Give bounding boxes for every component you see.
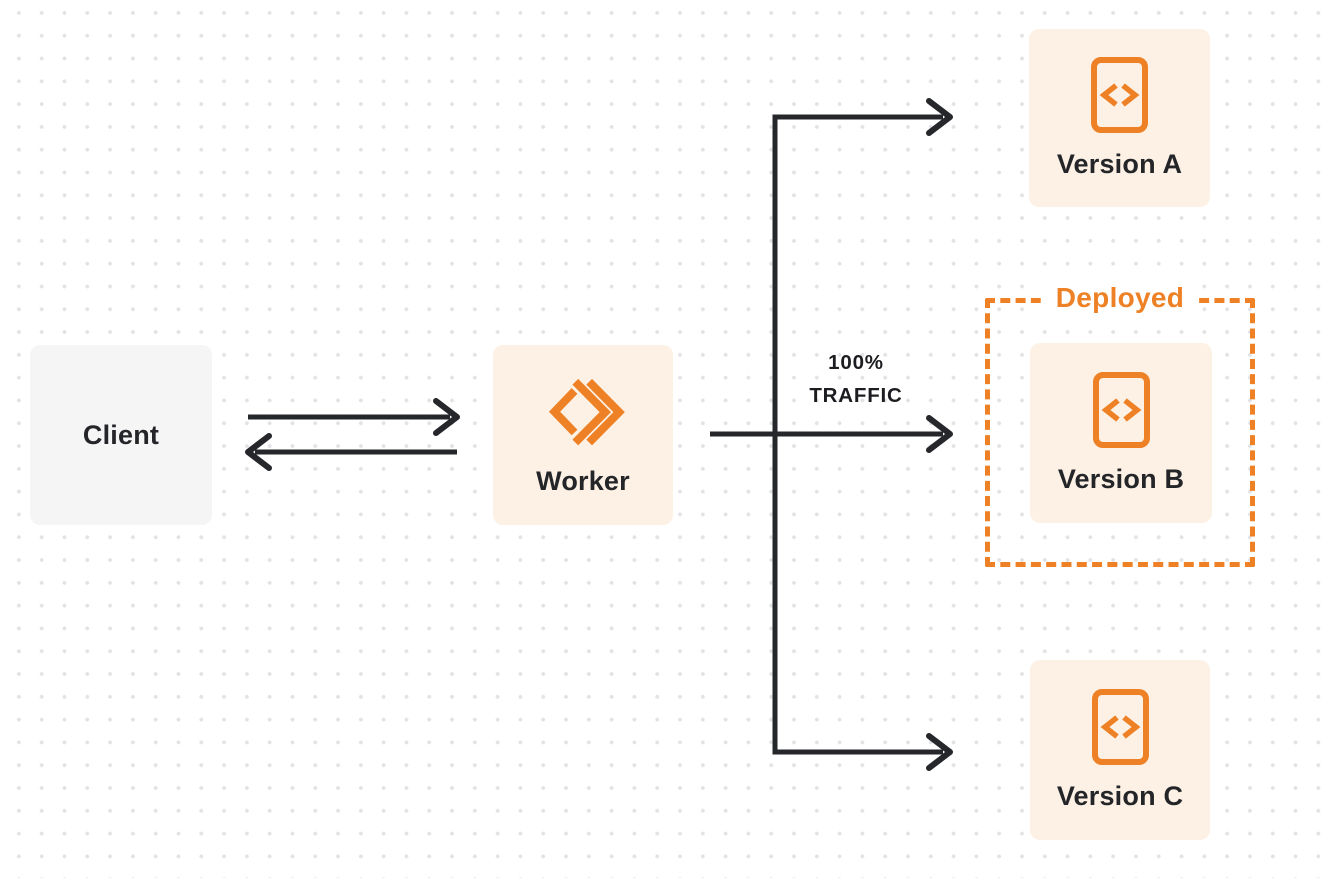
worker-label: Worker [536, 465, 630, 496]
workers-chevron-icon [548, 378, 625, 445]
traffic-label: 100% TRAFFIC [788, 351, 924, 408]
node-worker: Worker [493, 345, 673, 525]
node-version-c: Version C [1030, 660, 1210, 840]
traffic-percentage: 100% [828, 351, 884, 374]
code-file-icon [1091, 56, 1148, 133]
node-version-b: Version B [1030, 343, 1212, 523]
client-label: Client [82, 419, 160, 450]
traffic-word: TRAFFIC [809, 384, 903, 407]
version-a-label: Version A [1056, 148, 1183, 179]
version-c-label: Version C [1056, 780, 1184, 811]
version-b-label: Version B [1057, 463, 1185, 494]
arrowhead-client-to-worker [433, 398, 460, 436]
deployed-zone: Deployed [985, 281, 1255, 567]
deployed-label: Deployed [1040, 281, 1200, 315]
node-version-a: Version A [1029, 29, 1210, 207]
arrowhead-worker-to-client [245, 433, 272, 471]
arrowhead-version-c [926, 733, 953, 771]
branch-line-versions [772, 114, 943, 755]
node-client: Client [30, 345, 212, 525]
arrowhead-version-b [926, 415, 953, 453]
code-file-icon [1092, 371, 1150, 448]
code-file-icon [1091, 688, 1149, 765]
arrowhead-version-a [926, 98, 953, 136]
